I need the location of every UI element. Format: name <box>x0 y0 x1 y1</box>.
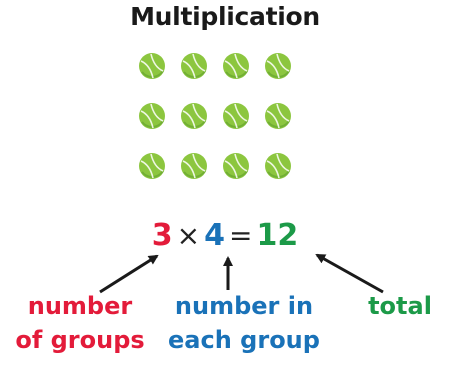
tennis-ball-icon <box>223 53 249 79</box>
equation: 3×4=12 <box>0 218 450 253</box>
total-number: 12 <box>256 218 299 253</box>
per-group-label-line1: number in <box>174 292 314 320</box>
groups-number: 3 <box>151 218 173 253</box>
tennis-ball-icon <box>139 103 165 129</box>
tennis-ball-icon <box>139 153 165 179</box>
tennis-ball-icon <box>265 153 291 179</box>
groups-label-line1: number <box>27 292 133 320</box>
per-group-label-line2: each group <box>168 326 320 354</box>
per-group-number: 4 <box>204 218 225 253</box>
total-label: total <box>350 289 450 323</box>
tennis-ball-icon <box>265 103 291 129</box>
tennis-ball-icon <box>181 103 207 129</box>
per-group-label: number in each group <box>154 289 334 357</box>
groups-label: number of groups <box>10 289 150 357</box>
groups-label-line2: of groups <box>15 326 145 354</box>
title: Multiplication <box>130 2 320 31</box>
groups-arrow <box>99 254 159 294</box>
tennis-ball-icon <box>181 53 207 79</box>
times-sign: × <box>176 219 201 252</box>
tennis-ball-icon <box>265 53 291 79</box>
total-label-text: total <box>368 292 432 320</box>
equals-sign: = <box>229 219 253 252</box>
tennis-ball-icon <box>223 103 249 129</box>
tennis-ball-icon <box>181 153 207 179</box>
tennis-ball-icon <box>139 53 165 79</box>
total-arrow <box>315 253 384 294</box>
tennis-ball-icon <box>223 153 249 179</box>
